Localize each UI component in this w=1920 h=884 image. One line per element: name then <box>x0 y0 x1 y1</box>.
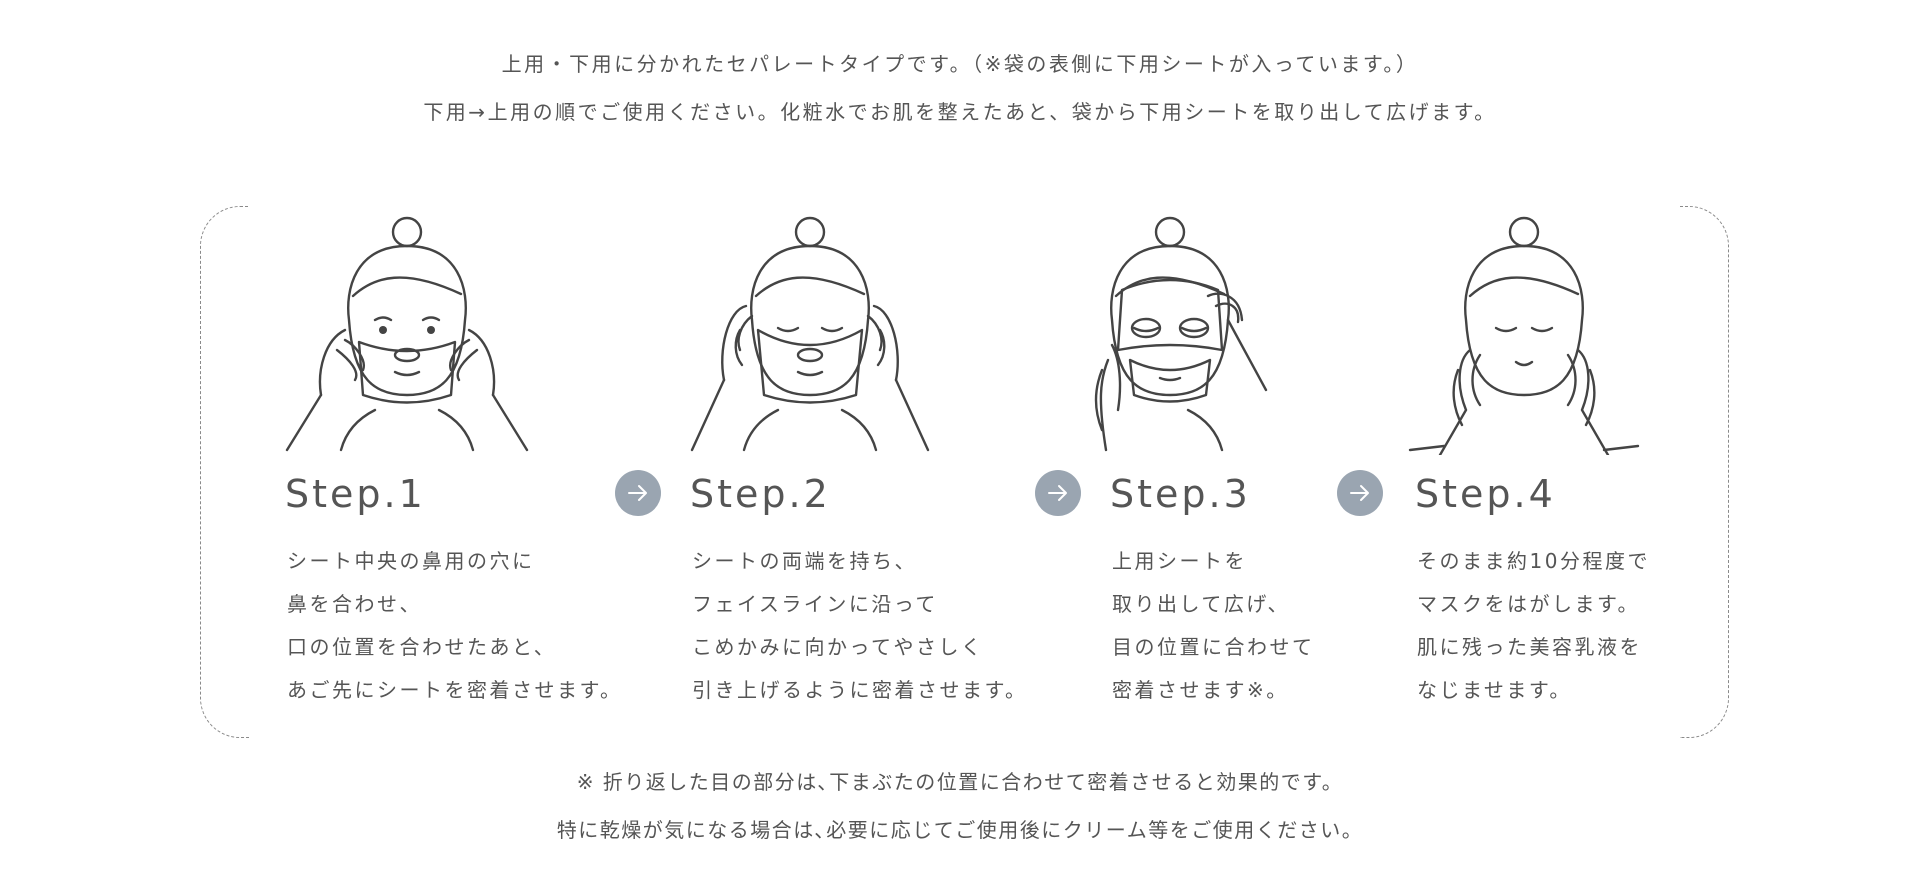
step-description: そのまま約10分程度で マスクをはがします。 肌に残った美容乳液を なじませます… <box>1417 540 1837 712</box>
step-line: そのまま約10分程度で <box>1417 549 1650 573</box>
step-description: 上用シートを 取り出して広げ、 目の位置に合わせて 密着させます※。 <box>1112 540 1532 712</box>
step-line: 引き上げるように密着させます。 <box>692 678 1028 702</box>
step-2: Step.2 シートの両端を持ち、 フェイスラインに沿って こめかみに向かってや… <box>680 210 1025 702</box>
frame-left-bracket <box>200 206 249 738</box>
step-4: Step.4 そのまま約10分程度で マスクをはがします。 肌に残った美容乳液を… <box>1400 210 1670 702</box>
face-with-upper-mask-icon <box>1094 216 1268 452</box>
face-patting-skin-icon <box>1408 216 1640 455</box>
footnote-line-2: 特に乾燥が気になる場合は､必要に応じてご使用後にクリーム等をご使用ください。 <box>556 818 1364 842</box>
face-pulling-mask-up-icon <box>690 216 930 452</box>
intro-line-2: 下用→上用の順でご使用ください。化粧水でお肌を整えたあと、袋から下用シートを取り… <box>423 100 1497 124</box>
step-line: マスクをはがします。 <box>1417 592 1640 616</box>
next-arrow-icon <box>1035 470 1081 516</box>
step-3: Step.3 上用シートを 取り出して広げ、 目の位置に合わせて 密着させます※… <box>1090 210 1360 702</box>
step-line: 取り出して広げ、 <box>1112 592 1290 616</box>
intro-line-1: 上用・下用に分かれたセパレートタイプです。（※袋の表側に下用シートが入っています… <box>501 52 1419 76</box>
face-with-lower-mask-icon <box>285 216 529 452</box>
step-description: シート中央の鼻用の穴に 鼻を合わせ、 口の位置を合わせたあと、 あご先にシートを… <box>287 540 707 712</box>
step-line: 上用シートを <box>1112 549 1247 573</box>
step-line: シートの両端を持ち、 <box>692 549 917 573</box>
footnote-line-1: ※ 折り返した目の部分は､下まぶたの位置に合わせて密着させると効果的です。 <box>576 770 1344 794</box>
step-title: Step.1 <box>285 472 426 516</box>
step-title: Step.2 <box>690 472 831 516</box>
step-line: 密着させます※。 <box>1112 678 1289 702</box>
step-line: シート中央の鼻用の穴に <box>287 549 535 573</box>
step-title: Step.3 <box>1110 472 1251 516</box>
step-line: こめかみに向かってやさしく <box>692 635 984 659</box>
step-line: 肌に残った美容乳液を <box>1417 635 1642 659</box>
next-arrow-icon <box>615 470 661 516</box>
step-line: あご先にシートを密着させます。 <box>287 678 623 702</box>
step-title: Step.4 <box>1415 472 1556 516</box>
step-1: Step.1 シート中央の鼻用の穴に 鼻を合わせ、 口の位置を合わせたあと、 あ… <box>275 210 620 702</box>
step-line: 口の位置を合わせたあと、 <box>287 635 557 659</box>
step-description: シートの両端を持ち、 フェイスラインに沿って こめかみに向かってやさしく 引き上… <box>692 540 1112 712</box>
step-line: 鼻を合わせ、 <box>287 592 422 616</box>
step-line: フェイスラインに沿って <box>692 592 938 616</box>
next-arrow-icon <box>1337 470 1383 516</box>
step-line: なじませます。 <box>1417 678 1572 702</box>
step-line: 目の位置に合わせて <box>1112 635 1315 659</box>
